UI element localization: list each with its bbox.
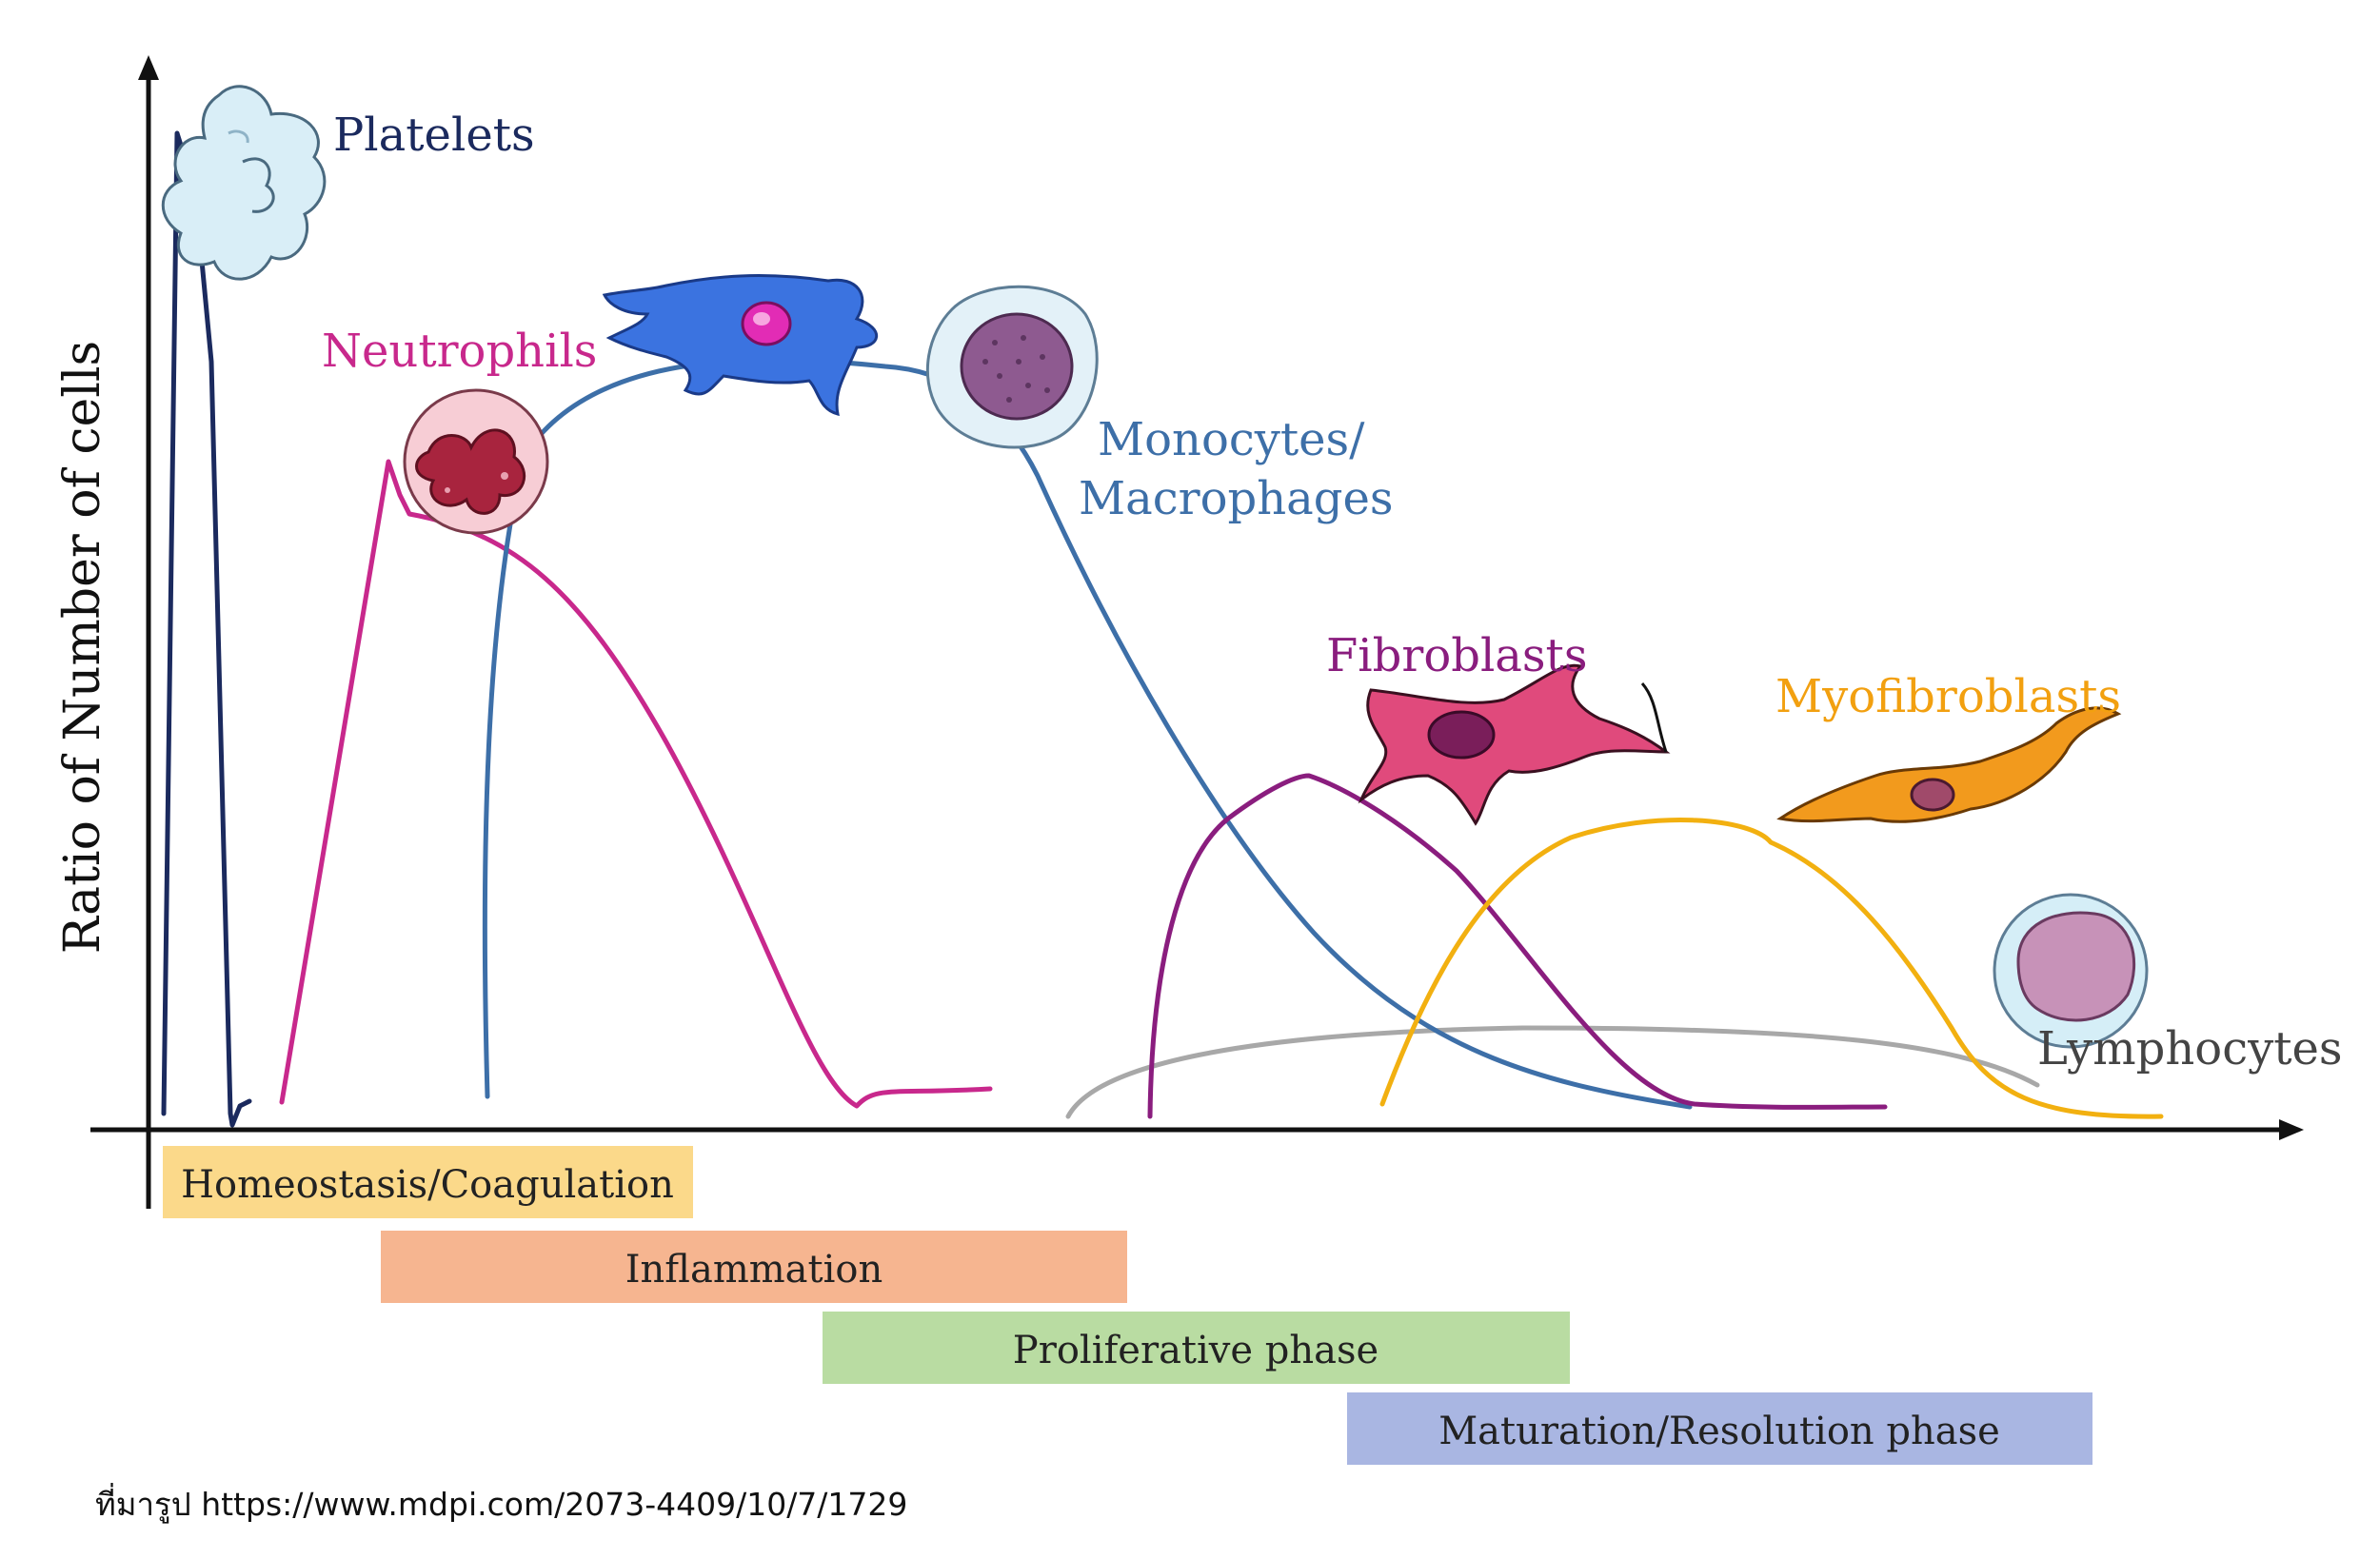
lymphocytes-label: Lymphocytes: [2037, 1022, 2343, 1076]
myofibroblasts-label: Myofibroblasts: [1775, 670, 2121, 723]
fibroblast-illustration: [1358, 663, 1671, 826]
macrophages-label-line2: Macrophages: [1079, 472, 1394, 525]
fibroblasts-label: Fibroblasts: [1326, 629, 1587, 682]
y-axis-label: Ratio of Number of cells: [54, 341, 111, 954]
cell-illustrations: [161, 85, 2149, 1049]
myofibroblast-illustration: [1776, 706, 2122, 823]
lymphocyte-illustration: [1993, 893, 2149, 1049]
neutrophils-curve: [279, 459, 993, 1109]
x-axis-arrow: [2279, 1119, 2304, 1140]
axes: Ratio of Number of cells: [54, 55, 2304, 1209]
phase-maturation: Maturation/Resolution phase: [1347, 1392, 2092, 1465]
y-axis-arrow: [138, 55, 159, 80]
phase-homeostasis-label: Homeostasis/Coagulation: [181, 1163, 674, 1207]
curves: [161, 130, 2164, 1128]
phase-bars: Homeostasis/Coagulation Inflammation Pro…: [163, 1146, 2092, 1465]
phase-inflammation-label: Inflammation: [625, 1248, 883, 1292]
platelets-curve: [161, 130, 252, 1128]
phase-maturation-label: Maturation/Resolution phase: [1438, 1410, 2000, 1453]
phase-inflammation: Inflammation: [381, 1231, 1127, 1303]
macrophage-illustration: [602, 274, 879, 417]
neutrophils-label: Neutrophils: [322, 325, 597, 378]
platelet-illustration: [161, 85, 327, 281]
myofibroblasts-curve: [1379, 818, 2164, 1119]
phase-proliferative-label: Proliferative phase: [1013, 1329, 1378, 1372]
macrophages-label-line1: Monocytes/: [1098, 413, 1365, 466]
lymphocytes-curve: [1065, 1025, 2040, 1119]
platelets-label: Platelets: [333, 109, 535, 162]
neutrophil-illustration: [403, 388, 549, 535]
cell-labels: Platelets Neutrophils Monocytes/ Macroph…: [322, 109, 2343, 1076]
source-credit: ที่มารูป https://www.mdpi.com/2073-4409/…: [95, 1483, 907, 1524]
phase-proliferative: Proliferative phase: [823, 1312, 1570, 1384]
phase-homeostasis: Homeostasis/Coagulation: [163, 1146, 693, 1218]
fibroblasts-curve: [1147, 773, 1888, 1119]
monocyte-illustration: [925, 285, 1099, 449]
